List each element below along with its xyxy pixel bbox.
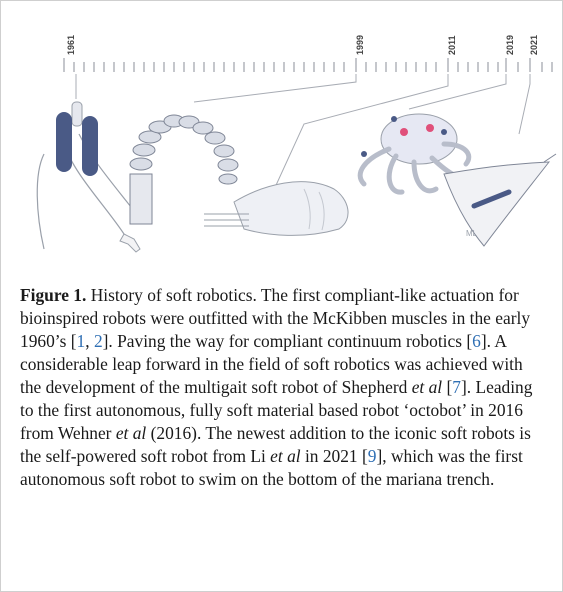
caption-text-2: ]. Paving the way for compliant continuu…: [103, 331, 472, 351]
soft-robotics-illustration: ML: [4, 24, 560, 274]
citation-link-2[interactable]: 2: [94, 331, 103, 351]
citation-link-6[interactable]: 6: [472, 331, 481, 351]
et-al-1: et al: [412, 377, 442, 397]
citation-link-1[interactable]: 1: [77, 331, 86, 351]
caption-sep-1: ,: [85, 331, 94, 351]
citation-link-7[interactable]: 7: [452, 377, 461, 397]
et-al-2: et al: [116, 423, 146, 443]
multigait-robot-drawing: [204, 182, 348, 236]
timeline-ticks: [64, 58, 552, 72]
mckibben-arm-drawing: [37, 102, 144, 252]
artist-signature: ML: [466, 229, 478, 238]
figure-caption: Figure 1. History of soft robotics. The …: [20, 284, 548, 491]
et-al-3: et al: [270, 446, 300, 466]
continuum-robot-drawing: [130, 115, 238, 224]
caption-text-7: in 2021 [: [301, 446, 368, 466]
caption-text-4: [: [442, 377, 452, 397]
figure-label: Figure 1.: [20, 285, 86, 305]
manta-robot-drawing: [444, 154, 556, 246]
